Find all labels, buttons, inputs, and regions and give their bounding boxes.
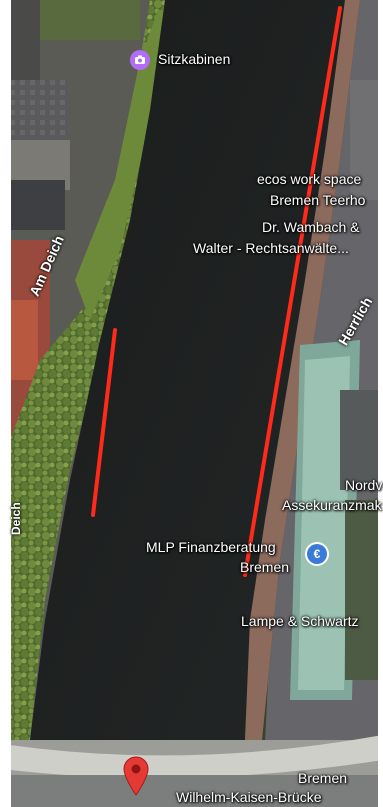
place-walter-rechtsanwaelte[interactable]: Walter - Rechtsanwälte... [193, 240, 349, 256]
svg-text:€: € [314, 547, 321, 561]
location-pin-icon[interactable] [121, 754, 151, 796]
place-sitzkabinen[interactable]: Sitzkabinen [158, 51, 231, 67]
camera-icon[interactable] [130, 50, 150, 70]
place-lampe-schwartz[interactable]: Lampe & Schwartz [241, 613, 359, 629]
place-mlp-line2[interactable]: Bremen [240, 559, 290, 575]
place-dr-wambach[interactable]: Dr. Wambach & [262, 219, 360, 235]
place-bremen-teerhof[interactable]: Bremen Teerho [270, 192, 366, 208]
drawn-line-left[interactable] [91, 328, 117, 517]
euro-icon[interactable]: € [305, 542, 329, 566]
place-nordv[interactable]: Nordv [345, 477, 383, 493]
place-mlp-line1[interactable]: MLP Finanzberatung [146, 539, 276, 555]
place-bremen-bridge-line1[interactable]: Bremen [298, 770, 348, 786]
place-ecos-work-space[interactable]: ecos work space [257, 171, 362, 187]
place-assekuranz[interactable]: Assekuranzmak [282, 497, 382, 513]
place-bremen-bridge-line2[interactable]: Wilhelm-Kaisen-Brücke [176, 789, 322, 805]
left-edge [0, 0, 11, 807]
road-deich-vertical[interactable]: Deich [9, 502, 23, 535]
drawn-line-right[interactable] [243, 6, 342, 577]
right-edge [378, 0, 383, 807]
